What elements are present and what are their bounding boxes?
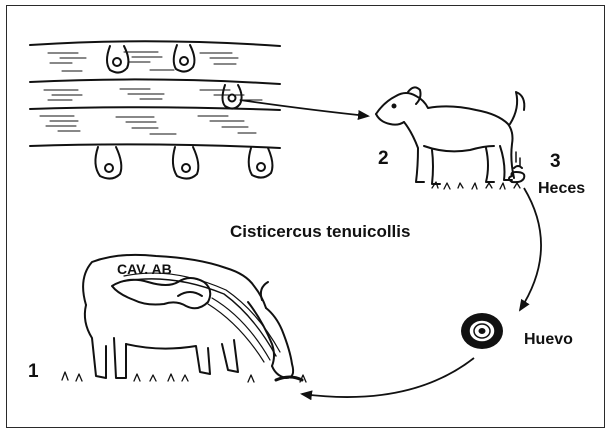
feces-label: Heces <box>538 181 585 197</box>
abdominal-cavity-label: CAV. AB <box>117 262 172 276</box>
sheep-icon <box>62 255 306 382</box>
arrow-egg-to-sheep <box>302 358 474 397</box>
arrow-feces-to-egg <box>520 188 541 310</box>
egg-icon <box>461 313 503 349</box>
arrow-tissue-to-dog <box>240 100 368 116</box>
egg-label: Huevo <box>524 332 573 348</box>
tissue-icon <box>30 41 280 178</box>
stage-3-number: 3 <box>550 152 561 171</box>
stage-1-number: 1 <box>28 362 39 381</box>
parasite-name-label: Cisticercus tenuicollis <box>230 223 410 240</box>
dog-icon <box>376 87 524 189</box>
stage-2-number: 2 <box>378 149 389 168</box>
